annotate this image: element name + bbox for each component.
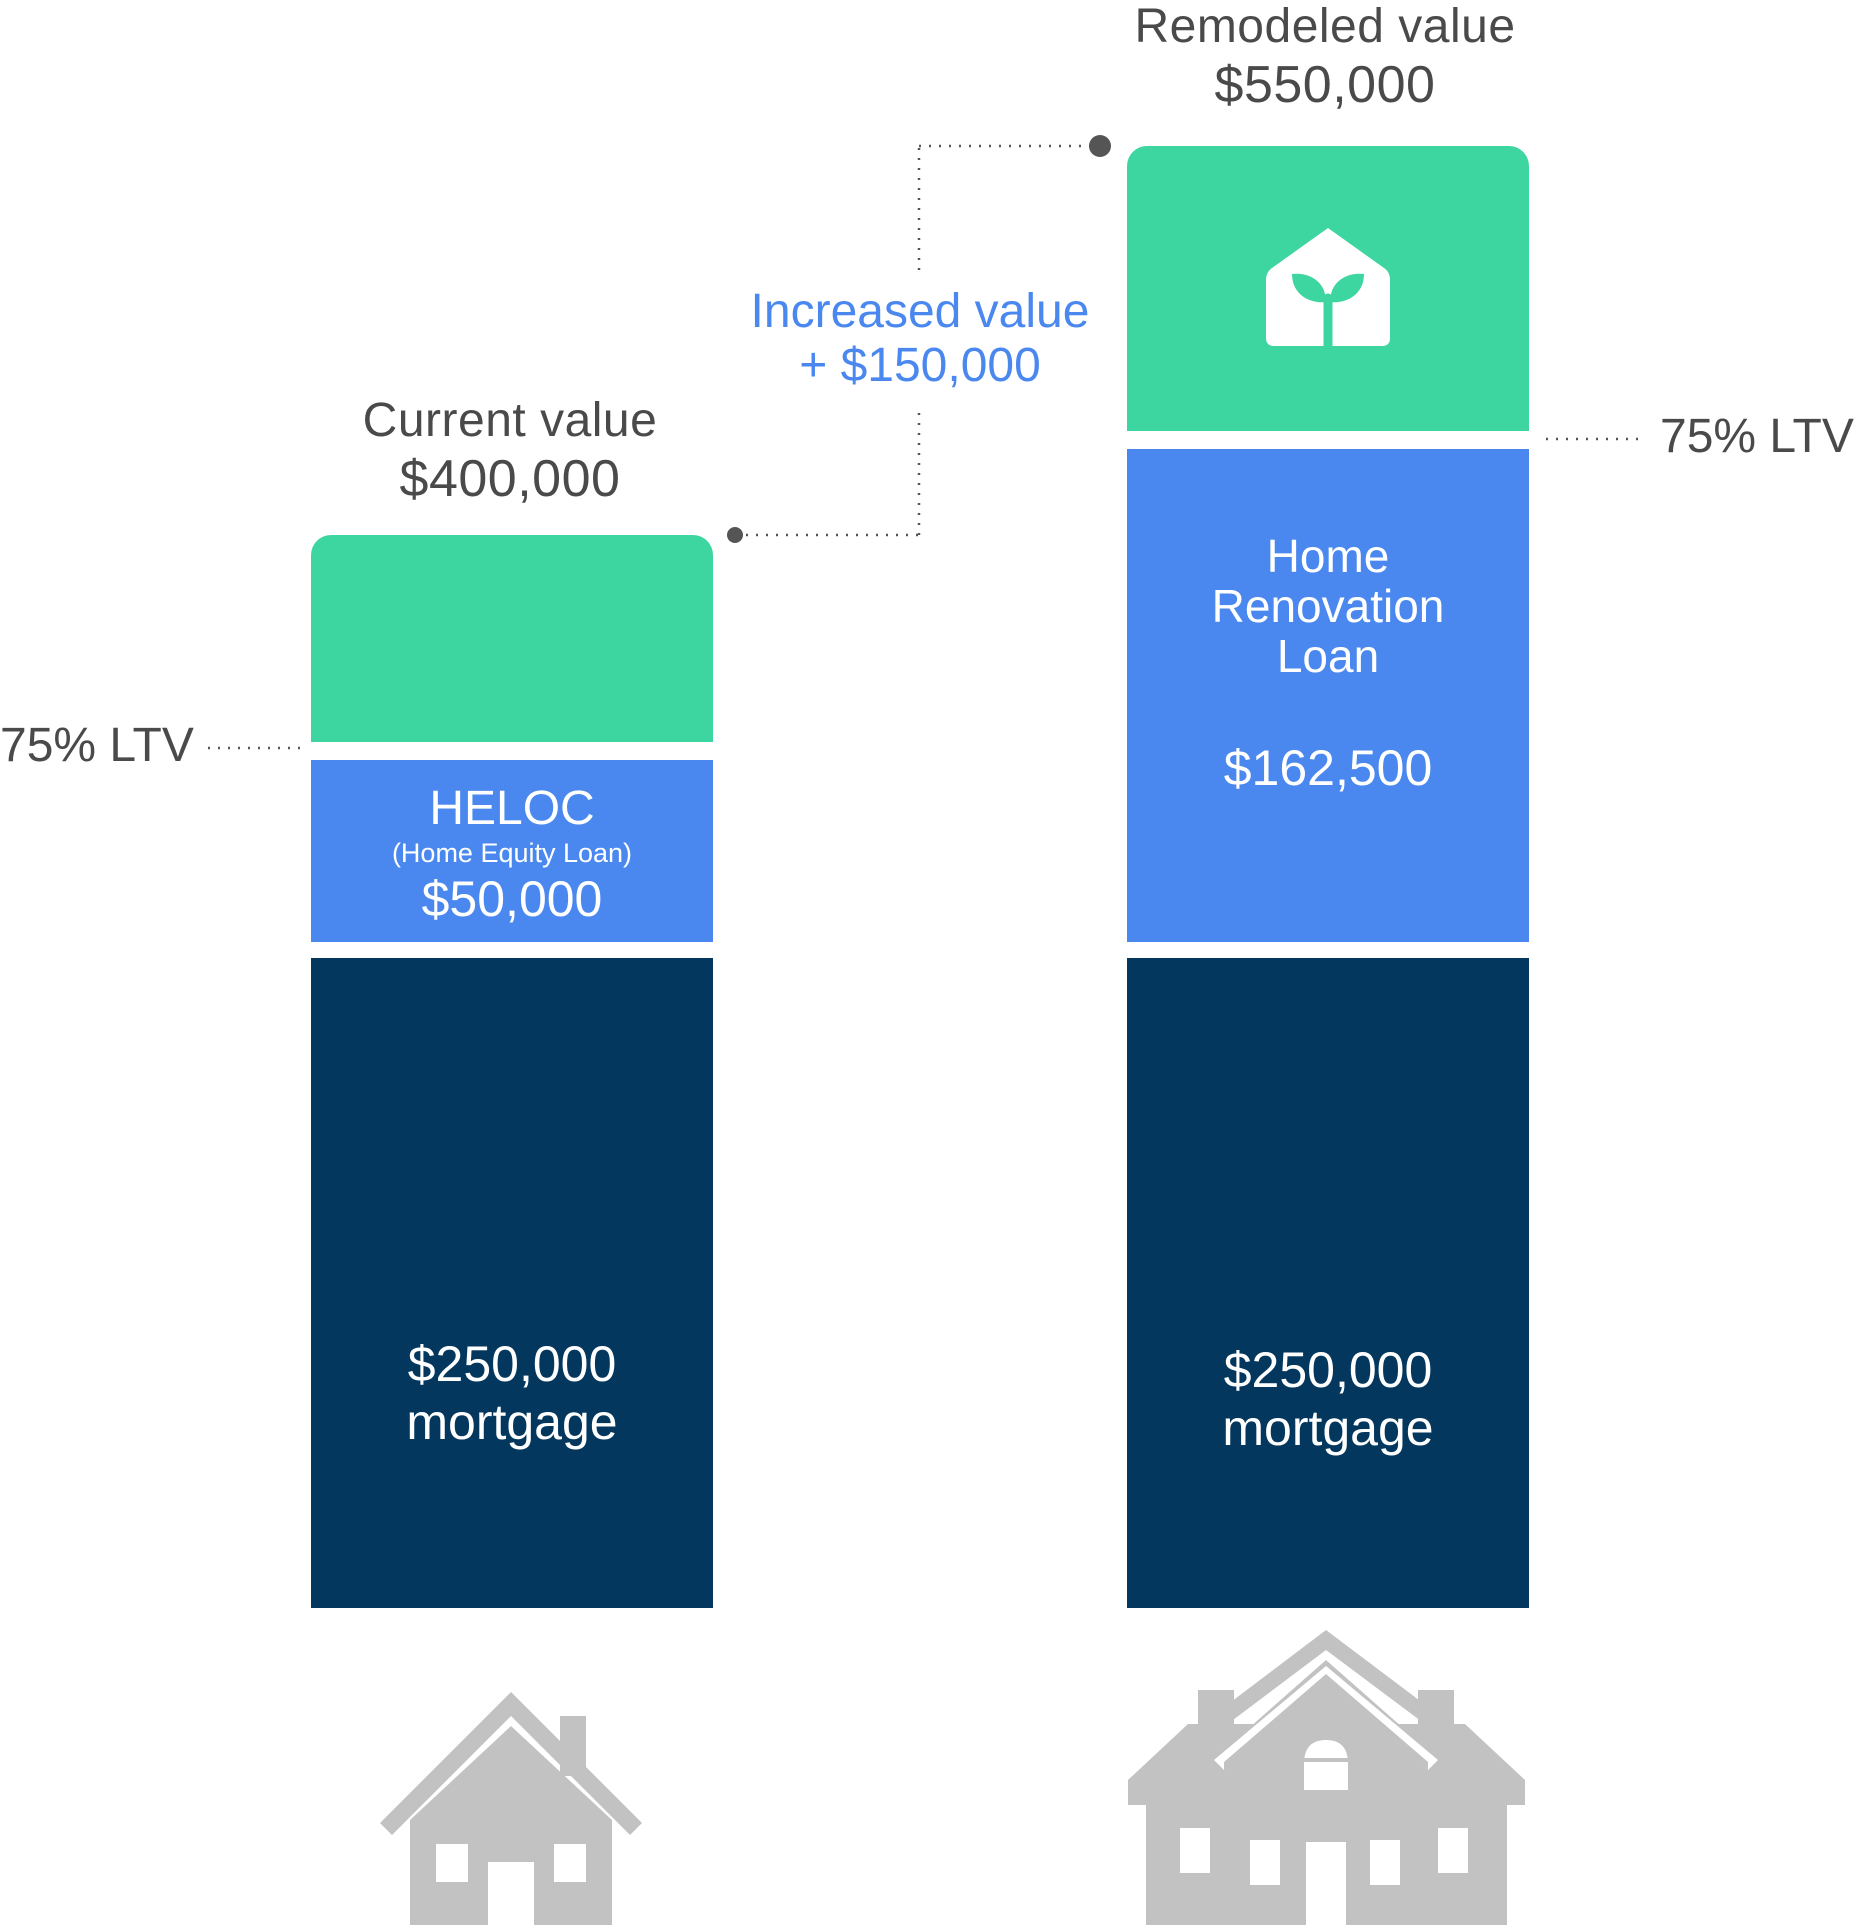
right-mortgage-text: $250,000 mortgage <box>1127 1341 1529 1457</box>
left-mortgage-block: $250,000 mortgage <box>311 958 713 1608</box>
left-ltv-label: 75% LTV <box>0 719 194 772</box>
increased-value-label: Increased value + $150,000 <box>720 285 1120 393</box>
left-mortgage-text: $250,000 mortgage <box>311 1335 713 1451</box>
left-equity-block <box>311 535 713 742</box>
increased-value-line2: + $150,000 <box>799 339 1041 392</box>
right-ltv-label: 75% LTV <box>1660 410 1854 463</box>
renovation-loan-amount: $162,500 <box>1223 740 1433 796</box>
heloc-amount: $50,000 <box>421 871 603 927</box>
renovation-loan-label: Home Renovation Loan <box>1127 531 1529 681</box>
right-mortgage-block: $250,000 mortgage <box>1127 958 1529 1608</box>
sprout-house-icon <box>1266 228 1390 350</box>
right-mortgage-amount: $250,000 <box>1223 1342 1433 1398</box>
remodeled-value-header: Remodeled value $550,000 <box>1085 0 1565 114</box>
left-mortgage-amount: $250,000 <box>407 1336 617 1392</box>
remodeled-value-label: Remodeled value <box>1134 0 1516 53</box>
increased-value-line1: Increased value <box>750 285 1090 338</box>
renovation-loan-line1: Home <box>1266 530 1390 582</box>
right-connector-dot <box>1089 135 1111 157</box>
renovation-loan-line2: Renovation <box>1211 580 1445 632</box>
heloc-text: HELOC (Home Equity Loan) $50,000 <box>311 782 713 928</box>
left-heloc-block: HELOC (Home Equity Loan) $50,000 <box>311 760 713 942</box>
current-value-label: Current value <box>362 394 658 447</box>
left-mortgage-label: mortgage <box>406 1394 618 1450</box>
current-value-amount: $400,000 <box>399 450 621 508</box>
heloc-subtitle: (Home Equity Loan) <box>391 838 633 868</box>
large-house-icon <box>1128 1630 1525 1925</box>
right-loan-block: Home Renovation Loan $162,500 <box>1127 449 1529 942</box>
remodeled-value-amount: $550,000 <box>1214 56 1436 114</box>
small-house-icon <box>380 1692 642 1925</box>
current-value-header: Current value $400,000 <box>300 392 720 508</box>
left-connector-dot <box>727 527 743 543</box>
heloc-title: HELOC <box>429 782 595 835</box>
right-equity-block <box>1127 146 1529 431</box>
renovation-loan-line3: Loan <box>1276 630 1380 682</box>
right-mortgage-label: mortgage <box>1222 1400 1434 1456</box>
